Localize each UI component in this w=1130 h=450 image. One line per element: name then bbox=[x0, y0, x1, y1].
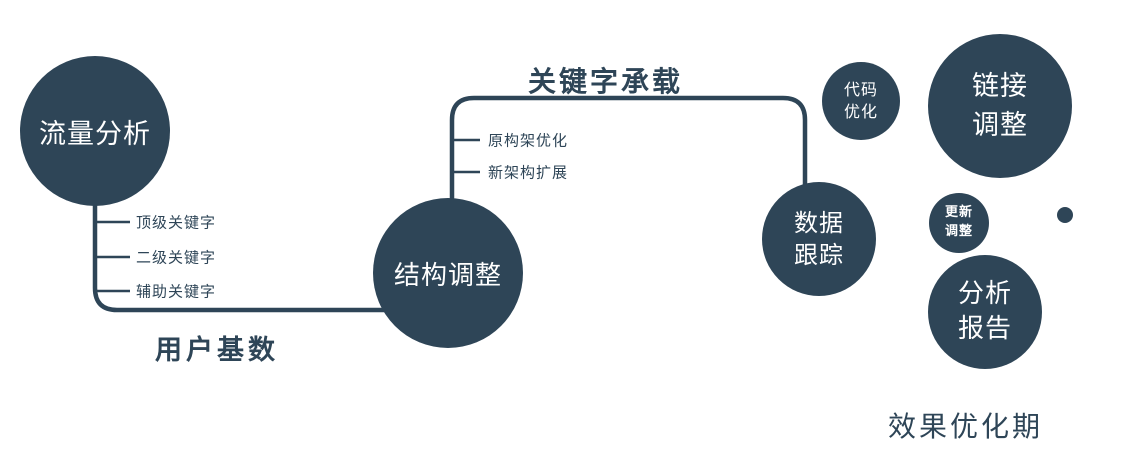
edge-label-user-base: 用户基数 bbox=[155, 335, 279, 366]
node-link-adjustment: 链接 调整 bbox=[928, 34, 1072, 178]
node-link-adjustment-line1: 链接 bbox=[972, 70, 1028, 102]
node-code-optimization: 代码 优化 bbox=[822, 62, 900, 140]
branch-label-top-keyword: 顶级关键字 bbox=[136, 213, 217, 232]
node-update-adjustment: 更新 调整 bbox=[929, 193, 989, 253]
node-code-optimization-line2: 优化 bbox=[843, 102, 878, 121]
node-traffic-analysis-label: 流量分析 bbox=[39, 118, 151, 150]
node-structure-adjust: 结构调整 bbox=[373, 198, 523, 348]
node-data-tracking-line2: 跟踪 bbox=[794, 241, 844, 269]
branch-label-original-arch: 原构架优化 bbox=[488, 131, 569, 150]
node-data-tracking-line1: 数据 bbox=[794, 208, 844, 237]
branch-label-aux-keyword: 辅助关键字 bbox=[136, 282, 217, 301]
node-analysis-report-line1: 分析 bbox=[957, 278, 1012, 309]
node-link-adjustment-line2: 调整 bbox=[972, 110, 1028, 141]
node-analysis-report: 分析 报告 bbox=[928, 255, 1042, 369]
node-analysis-report-line2: 报告 bbox=[957, 314, 1012, 344]
node-code-optimization-line1: 代码 bbox=[843, 79, 878, 99]
node-data-tracking: 数据 跟踪 bbox=[762, 182, 876, 296]
wire-traffic-to-structure bbox=[92, 193, 400, 313]
node-traffic-analysis: 流量分析 bbox=[20, 56, 170, 206]
branch-label-second-keyword: 二级关键字 bbox=[136, 248, 217, 267]
branch-ticks bbox=[95, 138, 480, 293]
bullet-dot bbox=[1057, 207, 1073, 223]
edge-label-keyword-carrying: 关键字承载 bbox=[528, 65, 684, 98]
branch-label-new-arch: 新架构扩展 bbox=[488, 163, 569, 182]
wire-structure-to-data-tracking bbox=[449, 95, 808, 206]
diagram-caption: 效果优化期 bbox=[888, 410, 1044, 443]
node-update-adjustment-line1: 更新 bbox=[944, 205, 973, 221]
node-structure-adjust-label: 结构调整 bbox=[393, 260, 502, 291]
node-update-adjustment-line2: 调整 bbox=[944, 224, 973, 239]
